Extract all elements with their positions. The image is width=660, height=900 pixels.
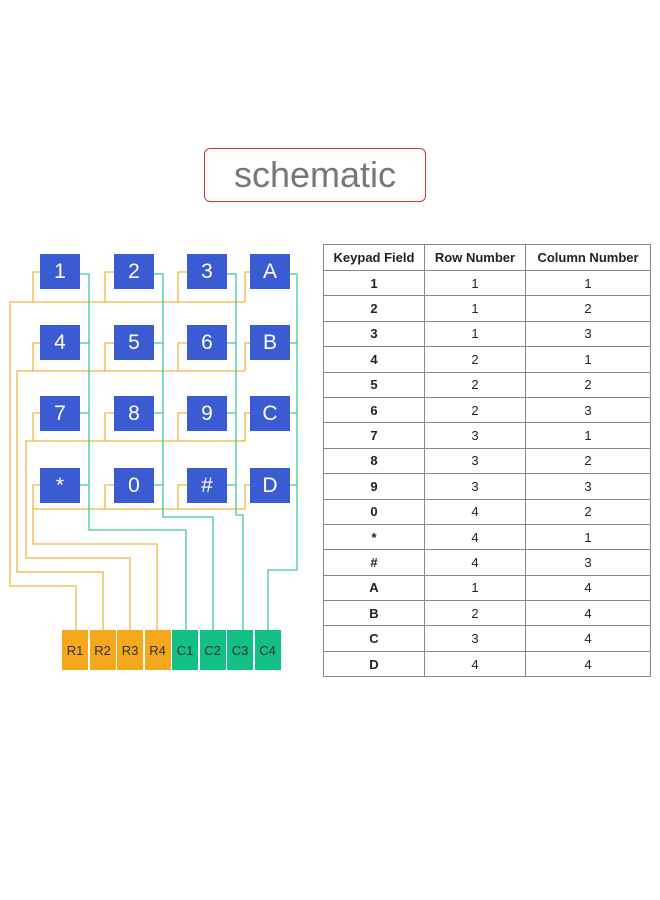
cell-row: 2 — [424, 371, 526, 398]
cell-column: 1 — [525, 346, 651, 373]
cell-row: 2 — [424, 346, 526, 373]
key-7: B — [250, 325, 290, 360]
cell-field: D — [323, 650, 425, 678]
pin-c2: C2 — [199, 630, 227, 670]
cell-column: 4 — [525, 600, 651, 627]
cell-column: 2 — [525, 447, 651, 475]
cell-field: 4 — [323, 346, 425, 373]
key-13: 0 — [114, 468, 154, 503]
cell-field: 2 — [323, 295, 425, 322]
cell-row: 4 — [424, 498, 526, 525]
key-12: * — [40, 468, 80, 503]
cell-column: 4 — [525, 574, 651, 602]
cell-field: 7 — [323, 422, 425, 449]
pin-r1: R1 — [62, 630, 89, 670]
cell-column: 4 — [525, 650, 651, 678]
cell-column: 1 — [525, 269, 651, 297]
cell-column: 2 — [525, 371, 651, 398]
key-9: 8 — [114, 396, 154, 431]
row-wires — [9, 271, 250, 630]
cell-row: 4 — [424, 523, 526, 551]
cell-column: 1 — [525, 523, 651, 551]
cell-field: 3 — [323, 320, 425, 348]
cell-row: 3 — [424, 422, 526, 449]
key-15: D — [250, 468, 290, 503]
pin-c1: C1 — [172, 630, 199, 670]
cell-row: 3 — [424, 473, 526, 500]
key-14: # — [187, 468, 227, 503]
cell-column: 4 — [525, 625, 651, 652]
header-keypad-field: Keypad Field — [323, 244, 425, 271]
key-5: 5 — [114, 325, 154, 360]
cell-column: 3 — [525, 549, 651, 576]
pin-c4: C4 — [254, 630, 282, 670]
wiring — [9, 271, 298, 630]
cell-field: C — [323, 625, 425, 652]
cell-field: 0 — [323, 498, 425, 525]
cell-field: * — [323, 523, 425, 551]
key-1: 2 — [114, 254, 154, 289]
schematic-title: schematic — [204, 148, 426, 202]
cell-column: 1 — [525, 422, 651, 449]
cell-row: 1 — [424, 320, 526, 348]
cell-column: 3 — [525, 473, 651, 500]
key-6: 6 — [187, 325, 227, 360]
header-row-number: Row Number — [424, 244, 526, 271]
cell-row: 3 — [424, 625, 526, 652]
key-2: 3 — [187, 254, 227, 289]
cell-row: 3 — [424, 447, 526, 475]
cell-row: 1 — [424, 574, 526, 602]
cell-row: 1 — [424, 269, 526, 297]
pin-r2: R2 — [89, 630, 117, 670]
cell-row: 4 — [424, 650, 526, 678]
cell-row: 4 — [424, 549, 526, 576]
cell-field: A — [323, 574, 425, 602]
key-11: C — [250, 396, 290, 431]
cell-row: 2 — [424, 396, 526, 424]
cell-field: 5 — [323, 371, 425, 398]
key-3: A — [250, 254, 290, 289]
pin-r3: R3 — [117, 630, 144, 670]
column-wires — [80, 273, 298, 630]
key-8: 7 — [40, 396, 80, 431]
header-column-number: Column Number — [525, 244, 651, 271]
cell-field: B — [323, 600, 425, 627]
cell-field: 6 — [323, 396, 425, 424]
pin-r4: R4 — [144, 630, 172, 670]
cell-field: 1 — [323, 269, 425, 297]
cell-column: 3 — [525, 396, 651, 424]
cell-column: 2 — [525, 498, 651, 525]
pin-c3: C3 — [227, 630, 254, 670]
key-4: 4 — [40, 325, 80, 360]
cell-column: 2 — [525, 295, 651, 322]
cell-row: 1 — [424, 295, 526, 322]
cell-row: 2 — [424, 600, 526, 627]
key-10: 9 — [187, 396, 227, 431]
cell-field: 9 — [323, 473, 425, 500]
cell-field: 8 — [323, 447, 425, 475]
cell-column: 3 — [525, 320, 651, 348]
key-0: 1 — [40, 254, 80, 289]
cell-field: # — [323, 549, 425, 576]
